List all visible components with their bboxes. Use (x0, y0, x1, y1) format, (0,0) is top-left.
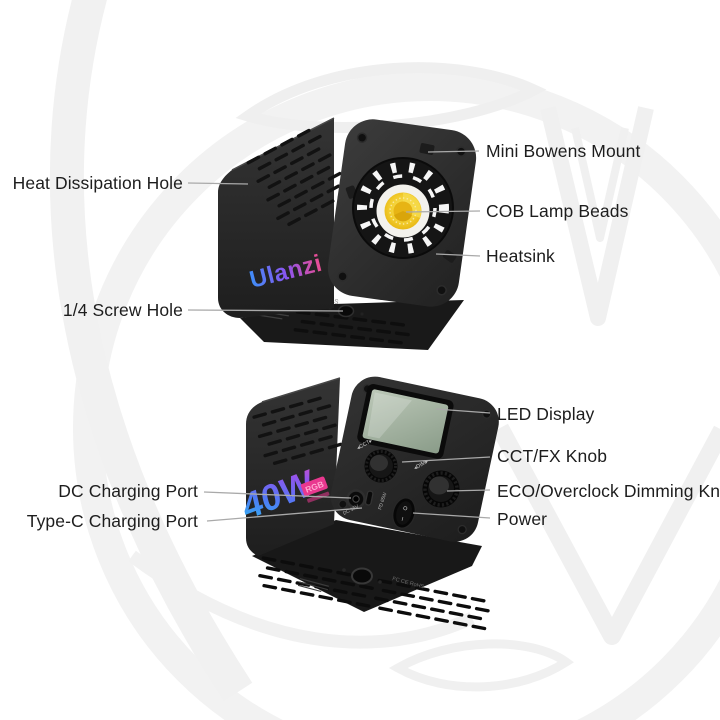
leader-heatsink (435, 253, 481, 257)
mount-tick-marks (357, 162, 449, 254)
device2-bottom-face: FC CE RoHS (252, 520, 492, 630)
leader-quarter-inch-screw-hole (187, 309, 344, 312)
leader-heat-dissipation-hole (187, 182, 249, 185)
leader-cob-lamp-beads (405, 210, 481, 213)
label-mini-bowens-mount: Mini Bowens Mount (486, 141, 641, 161)
leader-cct-fx-knob (401, 456, 491, 463)
power-on-marking: I (401, 517, 404, 523)
label-led-display: LED Display (497, 404, 595, 424)
label-heatsink: Heatsink (486, 246, 555, 266)
label-heat-dissipation-hole: Heat Dissipation Hole (12, 173, 183, 193)
rgb-badge: RGB (300, 476, 330, 503)
label-power: Power (497, 509, 548, 529)
label-eco-overclock-dimming-knob: ECO/Overclock Dimming Knob (497, 481, 720, 501)
leader-led-display (435, 408, 491, 414)
mini-bowens-mount (345, 143, 457, 263)
power-switch[interactable]: O I (389, 495, 418, 531)
label-type-c-charging-port: Type-C Charging Port (26, 511, 198, 531)
label-cct-fx-knob: CCT/FX Knob (497, 446, 608, 466)
type-c-charging-port[interactable]: PD 65W (364, 490, 389, 511)
device1-left-face: Ulanzi (218, 117, 352, 318)
label-cob-lamp-beads: COB Lamp Beads (486, 201, 629, 221)
cct-fx-knob[interactable]: ◂CCT▸ (356, 438, 398, 483)
device2-back-panel (330, 376, 499, 542)
leader-type-c-charging-port (206, 507, 363, 522)
leader-power (412, 512, 491, 519)
cob-led (384, 192, 422, 230)
device-front-view: FC CE RoHS Ulanzi (218, 117, 477, 350)
leader-mini-bowens-mount (427, 150, 480, 153)
leader-dc-charging-port (203, 491, 352, 499)
type-c-port-marking: PD 65W (377, 491, 388, 510)
leader-eco-overclock-dimming-knob (446, 489, 491, 492)
background-watermark-logo (50, 0, 720, 720)
power-off-marking: O (402, 506, 408, 513)
led-display (357, 384, 454, 459)
label-dc-charging-port: DC Charging Port (58, 481, 198, 501)
tripod-mount (351, 567, 373, 585)
leader-lines (187, 150, 491, 522)
label-quarter-inch-screw-hole: 1/4 Screw Hole (62, 300, 183, 320)
device-rear-view: FC CE RoHS 40W RGB (239, 376, 499, 630)
